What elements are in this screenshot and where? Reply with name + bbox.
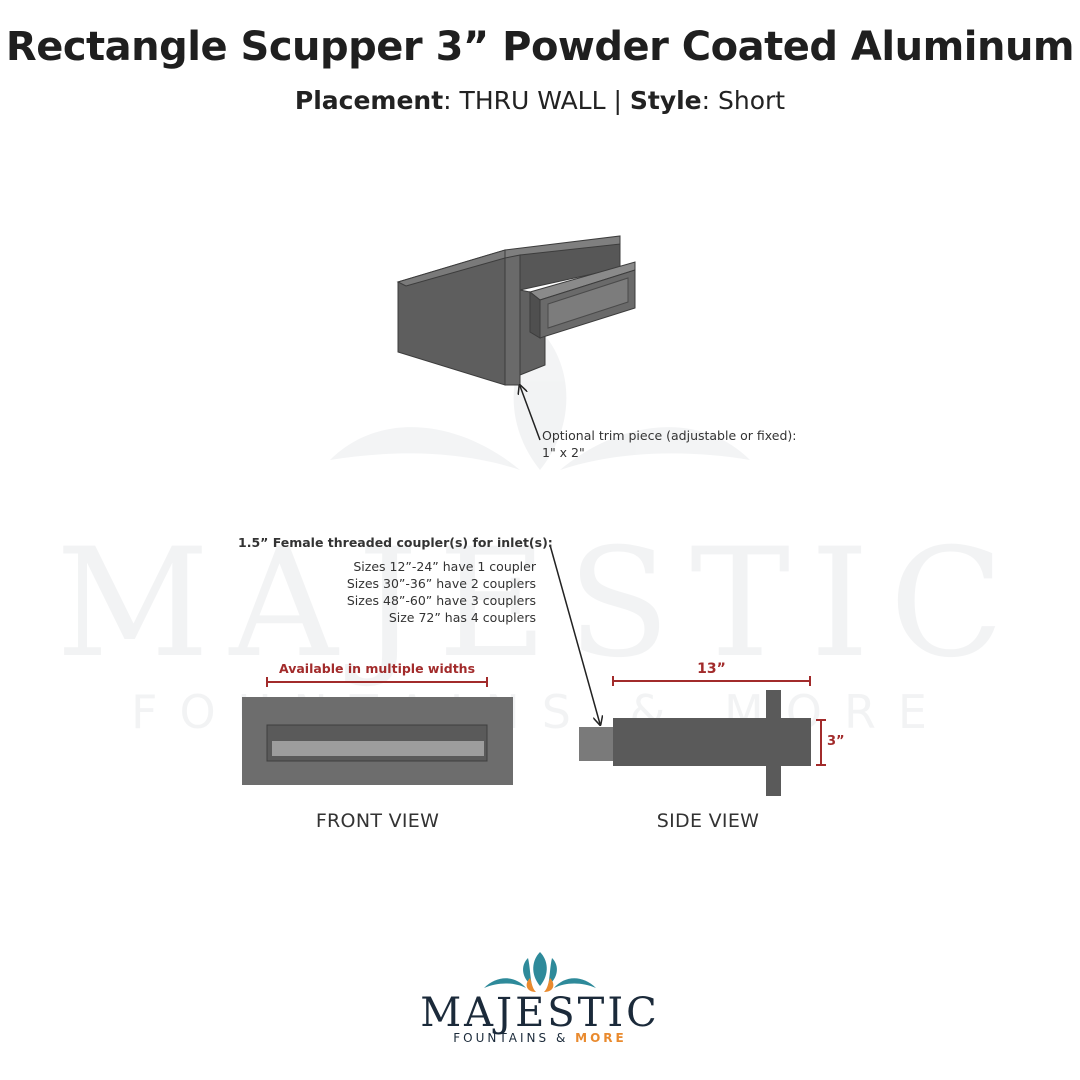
height-label: 3” — [827, 734, 845, 749]
page-subtitle: Placement: THRU WALL | Style: Short — [0, 86, 1080, 115]
placement-value: : THRU WALL | — [443, 86, 630, 115]
width-dimension — [266, 677, 488, 687]
height-dimension — [816, 719, 826, 766]
iso-trim-plate — [504, 254, 521, 386]
front-outlet-slot — [272, 741, 484, 756]
coupler-size-item: Sizes 12”-24” have 1 coupler — [353, 559, 536, 574]
logo-tagline-main: FOUNTAINS & — [453, 1031, 576, 1045]
logo-tagline-more: MORE — [575, 1031, 627, 1045]
page-title: Rectangle Scupper 3” Powder Coated Alumi… — [5, 24, 1075, 70]
logo-emblem-icon — [484, 952, 596, 992]
trim-note-line-1: Optional trim piece (adjustable or fixed… — [542, 428, 797, 443]
width-note: Available in multiple widths — [278, 661, 476, 676]
length-dimension — [612, 676, 811, 686]
length-label: 13” — [697, 661, 726, 677]
front-view-label: FRONT VIEW — [315, 810, 440, 832]
coupler-size-list: Sizes 12”-24” have 1 coupler Sizes 30”-3… — [300, 558, 536, 626]
trim-note: Optional trim piece (adjustable or fixed… — [542, 427, 797, 461]
coupler-size-item: Sizes 48”-60” have 3 couplers — [346, 593, 536, 608]
logo-wordmark: MAJESTIC — [420, 990, 660, 1036]
side-coupler — [579, 727, 613, 761]
coupler-heading: 1.5” Female threaded coupler(s) for inle… — [238, 535, 553, 550]
watermark-word: MAJESTIC — [56, 517, 1024, 691]
front-view-drawing — [242, 697, 513, 785]
trim-note-line-2: 1" x 2" — [542, 445, 585, 460]
coupler-size-item: Sizes 30”-36” have 2 couplers — [346, 576, 536, 591]
coupler-arrow — [549, 544, 600, 724]
style-label: Style — [629, 86, 702, 115]
logo-tagline: FOUNTAINS & MORE — [0, 1031, 1080, 1045]
side-trim-plate — [766, 690, 781, 796]
coupler-size-item: Size 72” has 4 couplers — [388, 610, 536, 625]
trim-arrow — [520, 386, 541, 441]
style-value: : Short — [701, 86, 786, 115]
side-body — [613, 718, 811, 766]
side-view-drawing — [579, 690, 811, 796]
side-view-label: SIDE VIEW — [656, 810, 760, 832]
isometric-view — [396, 235, 636, 386]
placement-label: Placement — [294, 86, 444, 115]
